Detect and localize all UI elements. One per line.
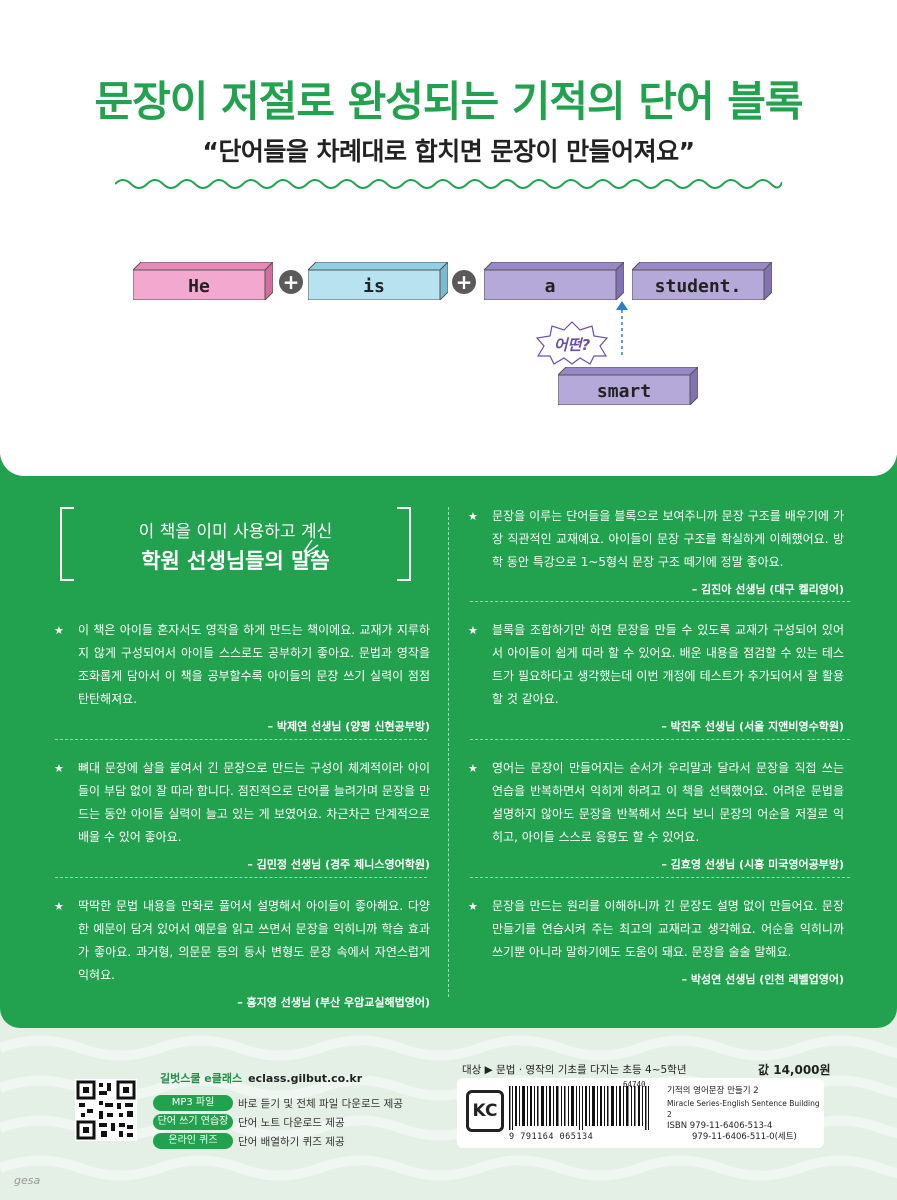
word-block-he: He bbox=[131, 260, 275, 302]
word-block-label: smart bbox=[596, 381, 652, 402]
barcode bbox=[509, 1086, 649, 1130]
target-audience: 대상 ▶ 문법 · 영작의 기초를 다지는 초등 4~5학년 bbox=[462, 1064, 687, 1076]
testimonial-text: 문장을 이루는 단어들을 블록으로 보여주니까 문장 구조를 배우기에 가장 직… bbox=[492, 509, 844, 569]
service-pill-quiz: 온라인 퀴즈 bbox=[153, 1133, 233, 1149]
star-icon: ★ bbox=[468, 900, 478, 913]
sparkle-icon bbox=[303, 539, 320, 554]
star-icon: ★ bbox=[468, 624, 478, 637]
word-block-student: student. bbox=[630, 260, 774, 302]
testimonial-card: ★ 딱딱한 문법 내용을 만화로 풀어서 설명해서 아이들이 좋아해요. 다양한… bbox=[54, 895, 430, 1014]
question-label: 어떤? bbox=[553, 336, 591, 354]
testimonial-text: 이 책은 아이들 혼자서도 영작을 하게 만드는 책이에요. 교재가 지루하지 … bbox=[78, 623, 430, 706]
word-block-label: student. bbox=[654, 276, 742, 297]
badge-mask bbox=[74, 506, 397, 582]
hero-panel: 문장이 저절로 완성되는 기적의 단어 블록 “단어들을 차례대로 합치면 문장… bbox=[0, 0, 897, 476]
star-icon: ★ bbox=[468, 510, 478, 523]
star-icon: ★ bbox=[54, 624, 64, 637]
testimonial-card: ★ 블록을 조합하기만 하면 문장을 만들 수 있도록 교재가 구성되어 있어서… bbox=[468, 619, 844, 738]
barcode-number: 9 791164 065134 bbox=[509, 1132, 594, 1142]
separator bbox=[470, 601, 850, 602]
testimonial-card: ★ 뼈대 문장에 살을 붙여서 긴 문장으로 만드는 구성이 체계적이라 아이들… bbox=[54, 757, 430, 876]
isbn-set: 979-11-6406-511-0(세트) bbox=[692, 1132, 797, 1142]
testimonial-author: – 박진주 선생님 (서울 지앤비영수학원) bbox=[661, 720, 844, 733]
book-title: 기적의 영어문장 만들기 2 bbox=[667, 1086, 759, 1096]
service-desc: 바로 듣기 및 전체 파일 다운로드 제공 bbox=[238, 1098, 403, 1110]
watermark: gesa bbox=[14, 1174, 41, 1187]
price: 값 14,000원 bbox=[758, 1063, 831, 1077]
book-title-en: Miracle Series-English Sentence Building… bbox=[667, 1098, 820, 1120]
separator bbox=[470, 739, 850, 740]
block-shape bbox=[131, 260, 275, 302]
star-icon: ★ bbox=[54, 900, 64, 913]
service-desc: 단어 노트 다운로드 제공 bbox=[238, 1117, 345, 1129]
word-block-label: is bbox=[363, 276, 385, 297]
star-icon: ★ bbox=[54, 762, 64, 775]
starburst-shape bbox=[535, 321, 609, 365]
word-block-label: He bbox=[188, 276, 210, 297]
word-block-a: a bbox=[482, 260, 626, 302]
barcode-addon: 64740 bbox=[623, 1080, 646, 1089]
word-block-label: a bbox=[544, 276, 556, 297]
testimonial-text: 딱딱한 문법 내용을 만화로 풀어서 설명해서 아이들이 좋아해요. 다양한 예… bbox=[78, 899, 430, 982]
badge-line-1: 이 책을 이미 사용하고 계신 bbox=[138, 522, 333, 542]
block-shape bbox=[630, 260, 774, 302]
page-subtitle: “단어들을 차례대로 합치면 문장이 만들어져요” bbox=[202, 137, 695, 166]
testimonials-badge: 이 책을 이미 사용하고 계신 학원 선생님들의 말씀 bbox=[60, 506, 411, 582]
isbn: ISBN 979-11-6406-513-4 bbox=[667, 1120, 773, 1131]
plus-icon: + bbox=[279, 270, 303, 294]
qr-code[interactable] bbox=[75, 1079, 137, 1141]
testimonial-author: – 김진아 선생님 (대구 켈리영어) bbox=[691, 583, 844, 596]
qr-code-icon bbox=[76, 1080, 136, 1140]
brand-name: 길벗스쿨 e클래스 bbox=[160, 1072, 243, 1085]
barcode-box: KC 9 791164 065134 64740 기적의 영어문장 만들기 2 … bbox=[457, 1078, 824, 1148]
kc-mark-icon: KC bbox=[466, 1090, 504, 1132]
testimonial-text: 영어는 문장이 만들어지는 순서가 우리말과 달라서 문장을 직접 쓰는 연습을… bbox=[492, 761, 844, 844]
testimonial-author: – 박성연 선생님 (인천 레벨업영어) bbox=[681, 973, 844, 986]
testimonial-card: ★ 이 책은 아이들 혼자서도 영작을 하게 만드는 책이에요. 교재가 지루하… bbox=[54, 619, 430, 738]
star-icon: ★ bbox=[468, 762, 478, 775]
badge-line-2: 학원 선생님들의 말씀 bbox=[141, 549, 330, 573]
separator bbox=[55, 877, 427, 878]
testimonial-text: 문장을 만드는 원리를 이해하니까 긴 문장도 설명 없이 만들어요. 문장 만… bbox=[492, 899, 844, 959]
service-desc: 단어 배열하기 퀴즈 제공 bbox=[238, 1136, 345, 1148]
word-block-smart: smart bbox=[556, 365, 700, 407]
column-divider bbox=[448, 507, 449, 997]
separator bbox=[55, 739, 427, 740]
block-shape bbox=[306, 260, 450, 302]
question-bubble: 어떤? bbox=[534, 320, 610, 366]
testimonial-card: ★ 문장을 이루는 단어들을 블록으로 보여주니까 문장 구조를 배우기에 가장… bbox=[468, 505, 844, 601]
brand-url[interactable]: eclass.gilbut.co.kr bbox=[248, 1072, 363, 1085]
testimonial-text: 블록을 조합하기만 하면 문장을 만들 수 있도록 교재가 구성되어 있어서 아… bbox=[492, 623, 844, 706]
brand-line: 길벗스쿨 e클래스 eclass.gilbut.co.kr bbox=[160, 1070, 362, 1086]
book-info: 기적의 영어문장 만들기 2 Miracle Series-English Se… bbox=[667, 1086, 822, 1144]
testimonial-text: 뼈대 문장에 살을 붙여서 긴 문장으로 만드는 구성이 체계적이라 아이들이 … bbox=[78, 761, 430, 844]
testimonial-author: – 김효영 선생님 (시흥 미국영어공부방) bbox=[661, 858, 844, 871]
separator bbox=[470, 877, 850, 878]
page-title: 문장이 저절로 완성되는 기적의 단어 블록 bbox=[94, 77, 804, 126]
testimonial-author: – 홍지영 선생님 (부산 우암교실해법영어) bbox=[237, 996, 430, 1009]
word-block-is: is bbox=[306, 260, 450, 302]
service-pill-word-writing: 단어 쓰기 연습장 bbox=[153, 1114, 233, 1130]
plus-icon: + bbox=[452, 270, 476, 294]
testimonial-author: – 박제연 선생님 (양평 신현공부방) bbox=[267, 720, 430, 733]
testimonial-card: ★ 문장을 만드는 원리를 이해하니까 긴 문장도 설명 없이 만들어요. 문장… bbox=[468, 895, 844, 991]
service-pill-mp3: MP3 파일 bbox=[153, 1095, 233, 1111]
wave-divider bbox=[115, 179, 782, 189]
testimonial-card: ★ 영어는 문장이 만들어지는 순서가 우리말과 달라서 문장을 직접 쓰는 연… bbox=[468, 757, 844, 876]
testimonial-author: – 김민정 선생님 (경주 제니스영어학원) bbox=[247, 858, 430, 871]
arrow-up-icon bbox=[616, 301, 628, 358]
